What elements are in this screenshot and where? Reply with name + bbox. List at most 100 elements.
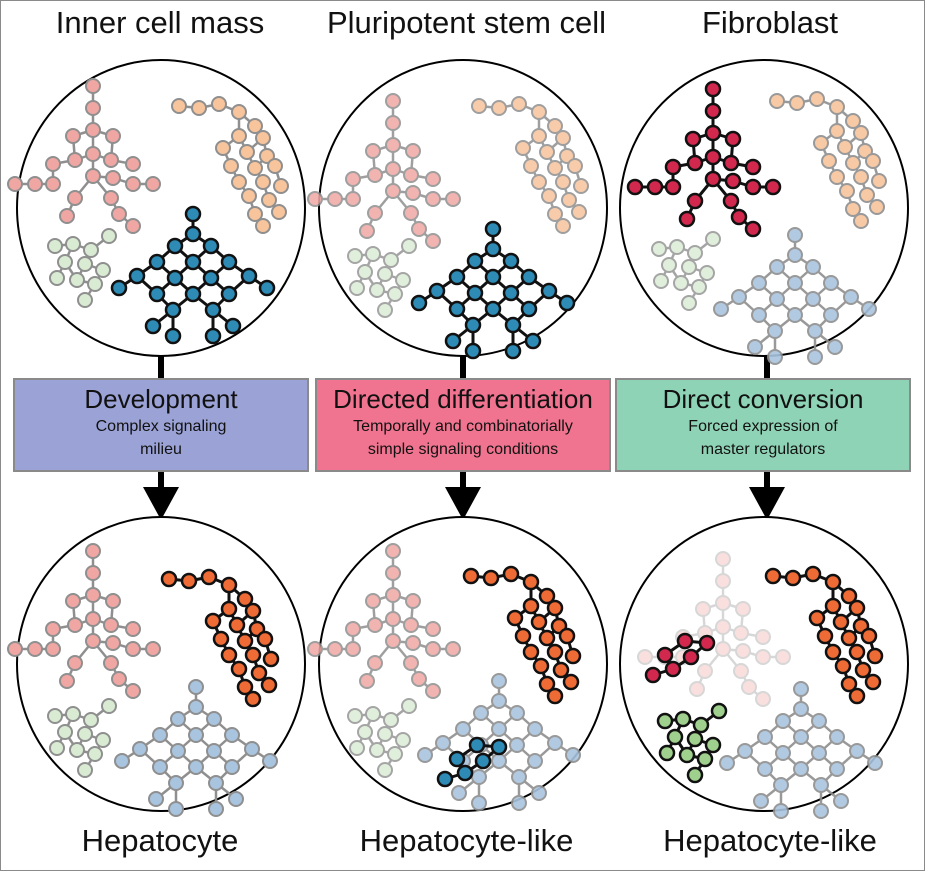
network-node bbox=[775, 649, 791, 665]
network-node bbox=[211, 96, 227, 112]
network-node bbox=[347, 708, 363, 724]
network-node bbox=[85, 78, 101, 94]
network-node bbox=[385, 137, 401, 153]
network-node bbox=[682, 648, 700, 666]
process-subtitle-line: Complex signaling bbox=[95, 418, 227, 435]
hepatocyte-network bbox=[160, 568, 280, 708]
network-node bbox=[59, 673, 75, 689]
network-node bbox=[385, 543, 401, 559]
network-node bbox=[262, 753, 278, 769]
network-node bbox=[69, 272, 85, 288]
network-node bbox=[867, 755, 883, 771]
network-node bbox=[737, 743, 753, 759]
process-subtitle-line: Forced expression of bbox=[688, 418, 838, 435]
network-node bbox=[125, 641, 141, 657]
network-edge bbox=[722, 648, 742, 672]
network-node bbox=[833, 793, 849, 809]
network-node bbox=[484, 300, 502, 318]
network-node bbox=[715, 595, 731, 611]
network-node bbox=[436, 770, 454, 788]
network-node bbox=[755, 629, 771, 645]
network-node bbox=[435, 735, 451, 751]
network-node bbox=[103, 190, 119, 206]
network-node bbox=[85, 168, 101, 184]
pink-network bbox=[307, 93, 461, 249]
network-node bbox=[395, 272, 411, 288]
network-node bbox=[832, 613, 850, 631]
network-node bbox=[824, 573, 842, 591]
network-node bbox=[180, 572, 198, 590]
network-node bbox=[359, 223, 375, 239]
target-label-hepatocyte-like-conversion: Hepatocyte-like bbox=[663, 823, 877, 858]
network-node bbox=[101, 228, 117, 244]
network-node bbox=[258, 279, 276, 297]
network-node bbox=[464, 316, 482, 334]
network-node bbox=[448, 300, 466, 318]
network-edge bbox=[739, 608, 745, 634]
network-node bbox=[144, 317, 162, 335]
network-node bbox=[704, 102, 722, 120]
network-node bbox=[411, 221, 427, 237]
network-node bbox=[145, 176, 161, 192]
network-node bbox=[425, 683, 441, 699]
network-node bbox=[220, 600, 238, 618]
network-node bbox=[784, 569, 802, 587]
network-node bbox=[83, 712, 99, 728]
hepatocyte-network bbox=[462, 565, 582, 705]
network-node bbox=[834, 657, 852, 675]
network-node bbox=[349, 280, 365, 296]
network-node bbox=[764, 567, 782, 585]
network-node bbox=[77, 762, 93, 778]
network-node bbox=[125, 218, 141, 234]
network-node bbox=[664, 178, 682, 196]
network-node bbox=[220, 285, 238, 303]
network-node bbox=[471, 98, 487, 114]
network-node bbox=[522, 597, 540, 615]
network-node bbox=[67, 655, 83, 671]
network-node bbox=[558, 627, 576, 645]
network-node bbox=[148, 791, 164, 807]
network-node bbox=[539, 144, 555, 160]
network-node bbox=[45, 176, 61, 192]
network-node bbox=[65, 706, 81, 722]
network-node bbox=[626, 178, 644, 196]
network-node bbox=[403, 167, 419, 183]
source-label-pluripotent-stem-cell: Pluripotent stem cell bbox=[326, 5, 607, 40]
network-node bbox=[866, 647, 884, 665]
hepatocyte-network bbox=[764, 565, 884, 705]
network-node bbox=[466, 252, 484, 270]
network-node bbox=[840, 629, 858, 647]
network-node bbox=[541, 188, 557, 204]
network-node bbox=[520, 300, 538, 318]
network-node bbox=[681, 259, 697, 275]
network-node bbox=[719, 755, 735, 771]
network-node bbox=[769, 259, 785, 275]
network-node bbox=[827, 339, 843, 355]
network-node bbox=[385, 587, 401, 603]
network-node bbox=[256, 630, 274, 648]
network-node bbox=[228, 791, 244, 807]
network-node bbox=[236, 632, 254, 650]
pale-blue-network bbox=[713, 227, 877, 365]
network-node bbox=[824, 643, 842, 661]
network-node bbox=[527, 721, 543, 737]
network-node bbox=[546, 643, 564, 661]
network-node bbox=[236, 678, 254, 696]
network-node bbox=[231, 104, 247, 120]
network-node bbox=[524, 332, 542, 350]
network-node bbox=[813, 803, 829, 819]
network-node bbox=[515, 140, 531, 156]
network-node bbox=[821, 153, 837, 169]
network-node bbox=[385, 93, 401, 109]
network-node bbox=[57, 254, 73, 270]
network-node bbox=[105, 170, 121, 186]
network-node bbox=[367, 167, 383, 183]
network-node bbox=[676, 632, 694, 650]
network-node bbox=[697, 663, 713, 679]
network-node bbox=[204, 612, 222, 630]
network-node bbox=[236, 590, 254, 608]
network-node bbox=[751, 307, 767, 323]
network-node bbox=[164, 301, 182, 319]
process-box-directed-differentiation: Directed differentiation Temporally and … bbox=[315, 378, 611, 472]
network-node bbox=[462, 567, 480, 585]
